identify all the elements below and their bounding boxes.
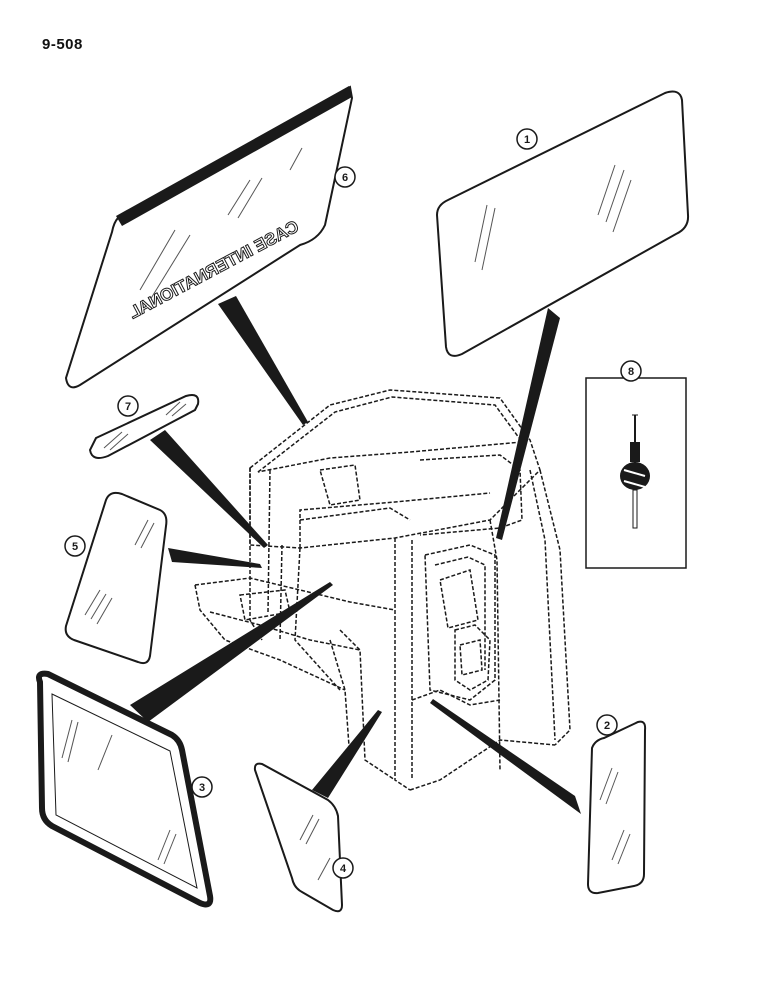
callout-7: 7	[117, 395, 139, 417]
callout-8: 8	[620, 360, 642, 382]
svg-text:7: 7	[125, 401, 131, 413]
callout-1: 1	[516, 128, 538, 150]
svg-text:1: 1	[524, 134, 530, 146]
svg-text:8: 8	[628, 366, 634, 378]
leader-7	[150, 430, 268, 548]
callout-5: 5	[64, 535, 86, 557]
left-door-window-glass	[36, 670, 214, 908]
leader-4	[312, 710, 382, 798]
page-number: 9-508	[42, 36, 83, 53]
small-upper-window-glass	[88, 394, 200, 459]
callout-4: 4	[332, 857, 354, 879]
leader-lines	[130, 296, 581, 814]
rear-window-glass	[435, 90, 690, 357]
seal-detail-box	[585, 377, 687, 569]
leader-6	[218, 296, 308, 425]
svg-text:5: 5	[72, 541, 78, 553]
leader-5	[168, 548, 262, 568]
svg-text:6: 6	[342, 172, 348, 184]
front-corner-window-glass	[253, 762, 344, 913]
svg-text:3: 3	[199, 782, 205, 794]
right-side-window-glass	[586, 720, 647, 895]
leader-1	[496, 308, 560, 540]
svg-text:2: 2	[604, 720, 610, 732]
callout-2: 2	[596, 714, 618, 736]
leader-2	[430, 699, 581, 814]
cab-frame	[194, 389, 571, 791]
leader-3	[130, 582, 333, 722]
left-side-window-glass	[64, 491, 168, 665]
svg-text:4: 4	[340, 863, 347, 875]
windshield-glass: CASE INTERNATIONAL	[64, 85, 354, 389]
callout-6: 6	[334, 166, 356, 188]
callout-3: 3	[191, 776, 213, 798]
